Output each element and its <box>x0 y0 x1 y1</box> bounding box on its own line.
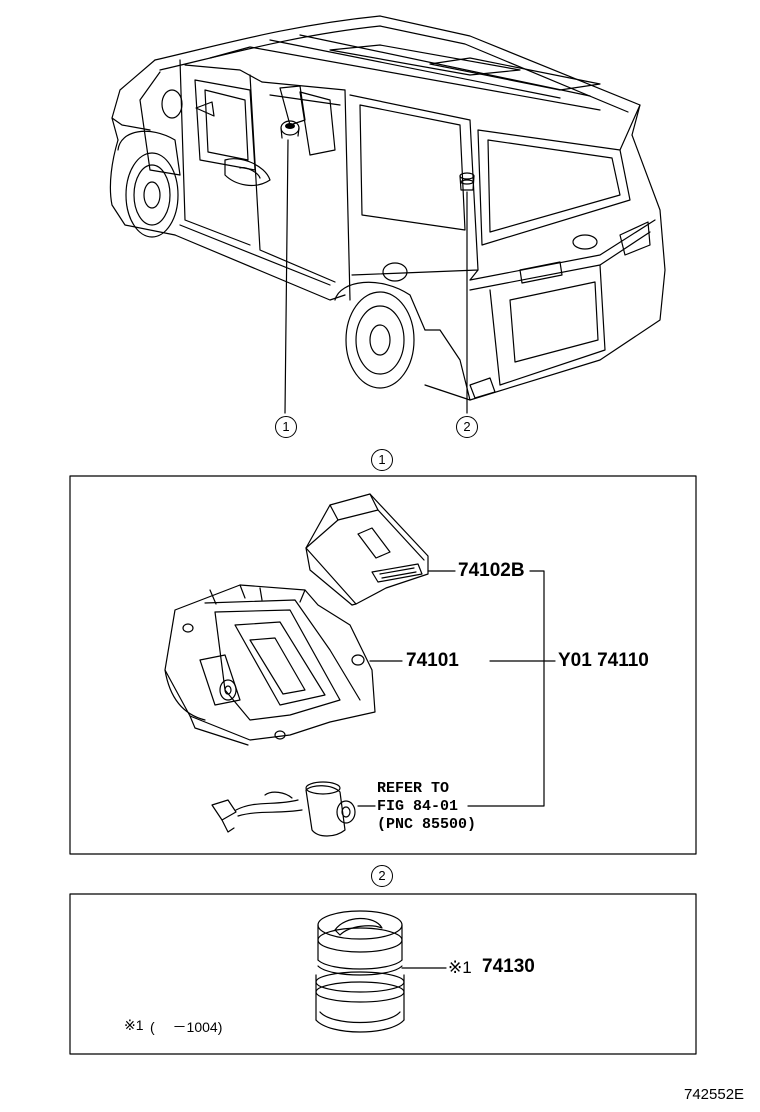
part-number-74102b: 74102B <box>458 560 525 581</box>
note-mark: ※1 <box>124 1017 144 1033</box>
ashtray-box-icon <box>305 493 429 606</box>
vehicle-callout-2: 2 <box>456 416 478 438</box>
refer-line-3: (PNC 85500) <box>377 816 477 833</box>
section-1-box <box>69 475 697 855</box>
part-number-74130: 74130 <box>482 956 535 977</box>
refer-line-1: REFER TO <box>377 780 450 797</box>
part-number-assembly: Y01 74110 <box>558 650 649 671</box>
refer-line-2: FIG 84-01 <box>377 798 459 815</box>
section-2-box <box>69 893 697 1055</box>
vehicle-callout-1: 1 <box>275 416 297 438</box>
ashtray-housing-icon <box>164 584 376 746</box>
rear-ashtray-cup-icon <box>315 910 447 1033</box>
vehicle-van-icon <box>109 15 666 414</box>
section-1-leaders <box>357 570 556 807</box>
section-2-callout: 2 <box>371 865 393 887</box>
lighter-socket-icon <box>211 781 356 837</box>
note-text: ( －1004) <box>150 1019 223 1035</box>
part-ashtray-mark: ※1 <box>448 958 472 977</box>
figure-id: 742552E <box>684 1086 745 1103</box>
part-number-74101: 74101 <box>406 650 459 671</box>
section-1-callout: 1 <box>371 449 393 471</box>
